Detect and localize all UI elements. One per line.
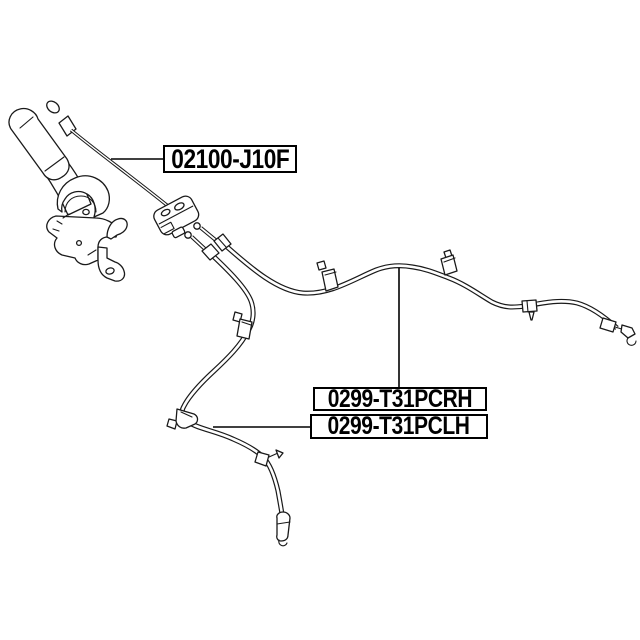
part-label-front-cable: 02100-J10F: [163, 143, 297, 174]
cable-clip: [440, 249, 458, 276]
part-label-rear-cable-left: 0299-T31PCLH: [310, 412, 488, 440]
cable-clip: [521, 299, 538, 321]
rear-cable-left-drawing: [179, 253, 286, 522]
handbrake-lever-assembly-drawing: [8, 107, 128, 282]
part-number-text: 0299-T31PCLH: [327, 412, 471, 440]
bolt-hole: [75, 239, 83, 247]
cable-end-fitting-right: [599, 317, 637, 346]
cable-end-fitting-left: [276, 511, 291, 547]
part-number-text: 02100-J10F: [170, 143, 290, 174]
rear-cable-right-drawing: [224, 244, 619, 330]
cable-clip: [166, 408, 199, 430]
equalizer-connector-drawing: [153, 195, 200, 239]
part-label-rear-cable-right: 0299-T31PCRH: [313, 384, 487, 413]
pivot-hole: [82, 208, 90, 216]
cable-end-nub: [46, 100, 60, 114]
bolt-hole: [105, 267, 115, 275]
part-number-text: 0299-T31PCRH: [327, 384, 473, 413]
cable-clip: [232, 311, 253, 340]
cable-end-rods-drawing: [184, 222, 232, 261]
cable-clip: [254, 449, 284, 467]
cable-clip: [316, 260, 339, 292]
front-cable-drawing: [46, 100, 170, 208]
